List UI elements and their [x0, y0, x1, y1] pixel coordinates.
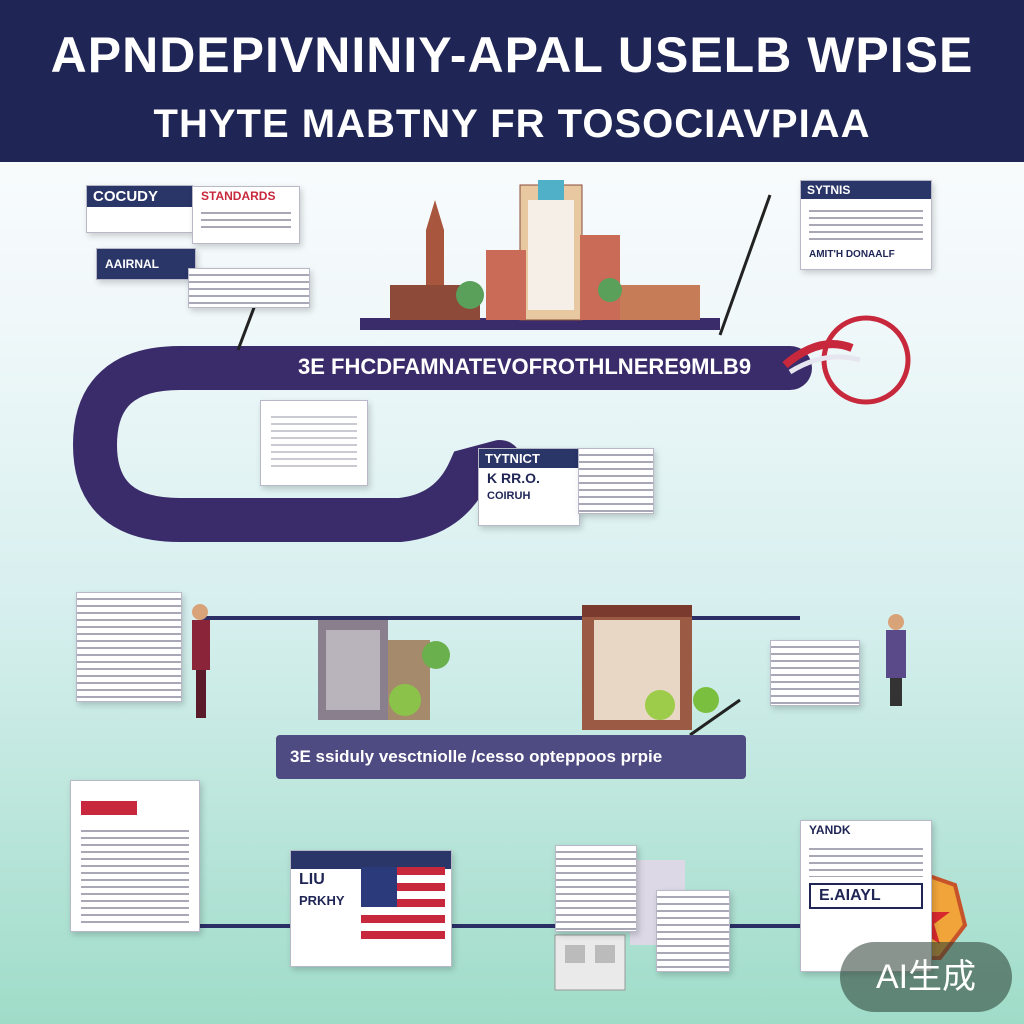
document-card: [770, 640, 860, 706]
card-label: COIRUH: [487, 490, 531, 502]
road-end-circle: [821, 315, 911, 405]
card-label: TYTNICT: [479, 449, 579, 468]
card-header: [291, 851, 451, 869]
card-label: YANDK: [809, 823, 851, 837]
document-card: [188, 268, 310, 308]
card-label: LIU: [299, 871, 325, 888]
card-lines: [81, 825, 189, 925]
page-subtitle: THYTE MABTNY FR TOSOCIAVPIAA: [153, 102, 871, 146]
card-label: STANDARDS: [201, 189, 276, 203]
document-card: [656, 890, 730, 972]
card-label: K RR.O.: [487, 470, 540, 486]
card-lines: [809, 205, 923, 241]
card-lines: [201, 207, 291, 229]
person-figure-icon: [886, 614, 906, 706]
page-title: APNDEPIVNINIY-APAL USELB WPISE: [50, 27, 974, 83]
flag-swoosh: [782, 340, 854, 369]
document-card: [555, 845, 637, 932]
card-label: COCUDY: [87, 186, 192, 207]
info-card: STANDARDS: [192, 186, 300, 244]
card-label: AAIRNAL: [105, 257, 159, 271]
info-card: AAIRNAL: [96, 248, 196, 280]
info-card: TYTNICT K RR.O. COIRUH: [478, 448, 580, 526]
us-flag-icon: [361, 867, 445, 947]
card-label: E.AIAYL: [809, 883, 923, 909]
card-lines: [809, 843, 923, 877]
document-card: [578, 448, 654, 514]
card-label: PRKHY: [299, 893, 345, 908]
document-card: [260, 400, 368, 486]
city-skyline: [360, 180, 720, 330]
info-card: SYTNIS AMIT'H DONAALF: [800, 180, 932, 270]
ai-generated-badge: AI生成: [840, 942, 1012, 1012]
document-card: [76, 592, 182, 702]
house-building-icon: [582, 605, 719, 730]
card-lines: [271, 411, 357, 471]
header-bar: [0, 0, 1024, 162]
flag-card: LIU PRKHY: [290, 850, 452, 967]
road-banner-text: 3E FHCDFAMNATEVOFROTHLNERE9MLB9: [298, 354, 752, 379]
doc-red-tab: [81, 801, 137, 815]
card-label: AMIT'H DONAALF: [809, 249, 895, 260]
card-label: SYTNIS: [801, 181, 931, 199]
middle-banner: 3E ssiduly vesctniolle /cesso opteppoos …: [276, 735, 746, 779]
document-card: [70, 780, 200, 932]
info-card: COCUDY: [86, 185, 193, 233]
road-path: [72, 346, 812, 542]
person-figure-icon: [192, 604, 210, 718]
office-building-icon: [318, 620, 450, 720]
